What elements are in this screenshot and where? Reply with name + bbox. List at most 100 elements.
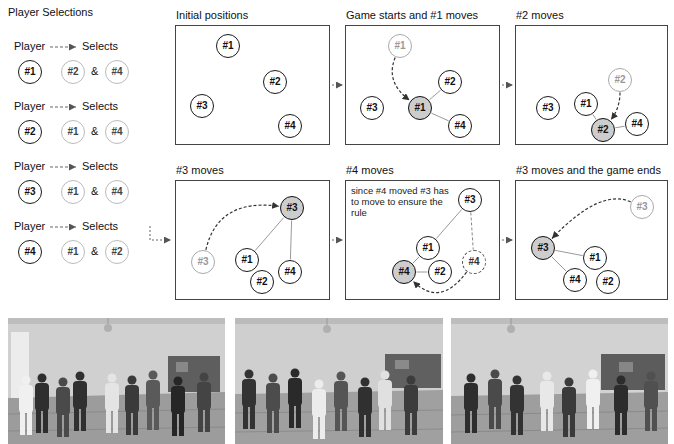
selection-label: Selects: [82, 100, 118, 112]
illustration-part: [644, 372, 658, 432]
illustration-part: [451, 318, 668, 444]
move-arrow: [552, 199, 631, 239]
player-circle: #1: [416, 236, 440, 260]
illustration-part: [502, 240, 513, 241]
player-number: #1: [589, 253, 600, 263]
player-circle: #1: [574, 92, 598, 116]
illustration-part: [50, 167, 76, 168]
illustration-part: [378, 371, 392, 431]
player-number: #2: [614, 75, 625, 85]
selection-label: &: [91, 65, 98, 77]
player-number: #4: [111, 67, 122, 77]
illustration-part: [8, 318, 225, 444]
player-circle: #2: [105, 240, 129, 264]
player-circle: #3: [531, 236, 555, 260]
player-circle: #2: [263, 70, 287, 94]
player-number: #2: [434, 267, 445, 277]
selection-label: Selects: [82, 40, 118, 52]
illustration-part: [332, 240, 343, 241]
player-number: #2: [111, 247, 122, 257]
player-number: #4: [398, 267, 409, 277]
illustration-part: [540, 372, 554, 432]
player-number: #1: [414, 103, 425, 113]
player-number: #4: [111, 187, 122, 197]
player-circle: #1: [61, 240, 85, 264]
player-circle: #4: [105, 60, 129, 84]
illustration-part: [176, 362, 188, 372]
illustration-part: [146, 371, 160, 431]
player-circle: #3: [458, 188, 482, 212]
player-number: #3: [464, 195, 475, 205]
move-arrow: [611, 93, 620, 120]
selection-label: Selects: [82, 220, 118, 232]
stage-panel: #4 movessince #4 moved #3 has to move to…: [345, 180, 500, 300]
player-circle: #3: [630, 195, 654, 219]
player-circle: #4: [105, 120, 129, 144]
player-number: #4: [24, 247, 35, 257]
illustration-part: [197, 373, 211, 433]
player-number: #4: [454, 121, 465, 131]
stage-panel: #3 moves#3#3#1#4#2: [175, 180, 330, 300]
illustration-part: [73, 372, 87, 432]
illustration-part: [488, 370, 502, 430]
player-circle: #1: [235, 248, 259, 272]
relation-line: [471, 212, 473, 249]
player-circle: #3: [360, 96, 384, 120]
illustration-part: [511, 318, 512, 325]
player-circle: #3: [191, 250, 215, 274]
illustration-part: [266, 374, 280, 434]
player-number: #2: [597, 125, 608, 135]
illustration-part: [105, 374, 119, 434]
player-number: #3: [366, 103, 377, 113]
player-number: #4: [631, 119, 642, 129]
illustration-part: [507, 325, 515, 333]
stage-panel: #2 moves#2#3#1#2#4: [515, 25, 668, 145]
illustration-part: [451, 411, 668, 432]
illustration-part: [288, 369, 302, 429]
player-circle: #1: [388, 34, 412, 58]
player-circle: #2: [250, 270, 274, 294]
player-number: #1: [422, 243, 433, 253]
player-circle: #3: [536, 96, 560, 120]
player-circle: #4: [18, 240, 42, 264]
illustration-part: [586, 370, 600, 430]
player-number: #3: [196, 101, 207, 111]
illustration-part: [108, 318, 109, 324]
player-number: #2: [24, 127, 35, 137]
player-number: #2: [256, 277, 267, 287]
player-circle: #2: [608, 68, 632, 92]
illustration-part: [451, 392, 668, 444]
relation-line: [417, 272, 428, 273]
player-number: #2: [269, 77, 280, 87]
column-heading: Player Selections: [8, 6, 93, 18]
panel-title: Initial positions: [176, 9, 248, 21]
relation-line: [552, 257, 566, 271]
player-number: #1: [241, 255, 252, 265]
player-circle: #4: [448, 114, 472, 138]
player-number: #4: [569, 275, 580, 285]
relation-line: [290, 220, 291, 259]
illustration-part: [404, 376, 418, 436]
relation-line: [615, 126, 624, 128]
illustration-part: [562, 378, 576, 438]
photo: [8, 318, 225, 444]
player-circle: #2: [438, 70, 462, 94]
player-number: #3: [24, 187, 35, 197]
player-circle: #1: [18, 60, 42, 84]
player-circle: #2: [18, 120, 42, 144]
player-circle: #4: [625, 112, 649, 136]
selection-label: &: [91, 125, 98, 137]
player-number: #1: [24, 67, 35, 77]
player-number: #4: [111, 127, 122, 137]
illustration-part: [323, 325, 331, 333]
player-number: #4: [468, 257, 479, 267]
player-circle: #4: [278, 114, 302, 138]
selection-label: Player: [14, 100, 45, 112]
player-circle: #4: [392, 260, 416, 284]
illustration-part: [125, 376, 139, 436]
player-number: #3: [537, 243, 548, 253]
panel-title: Game starts and #1 moves: [346, 9, 478, 21]
illustration-part: [395, 360, 409, 369]
illustration-part: [235, 318, 443, 324]
player-number: #3: [542, 103, 553, 113]
